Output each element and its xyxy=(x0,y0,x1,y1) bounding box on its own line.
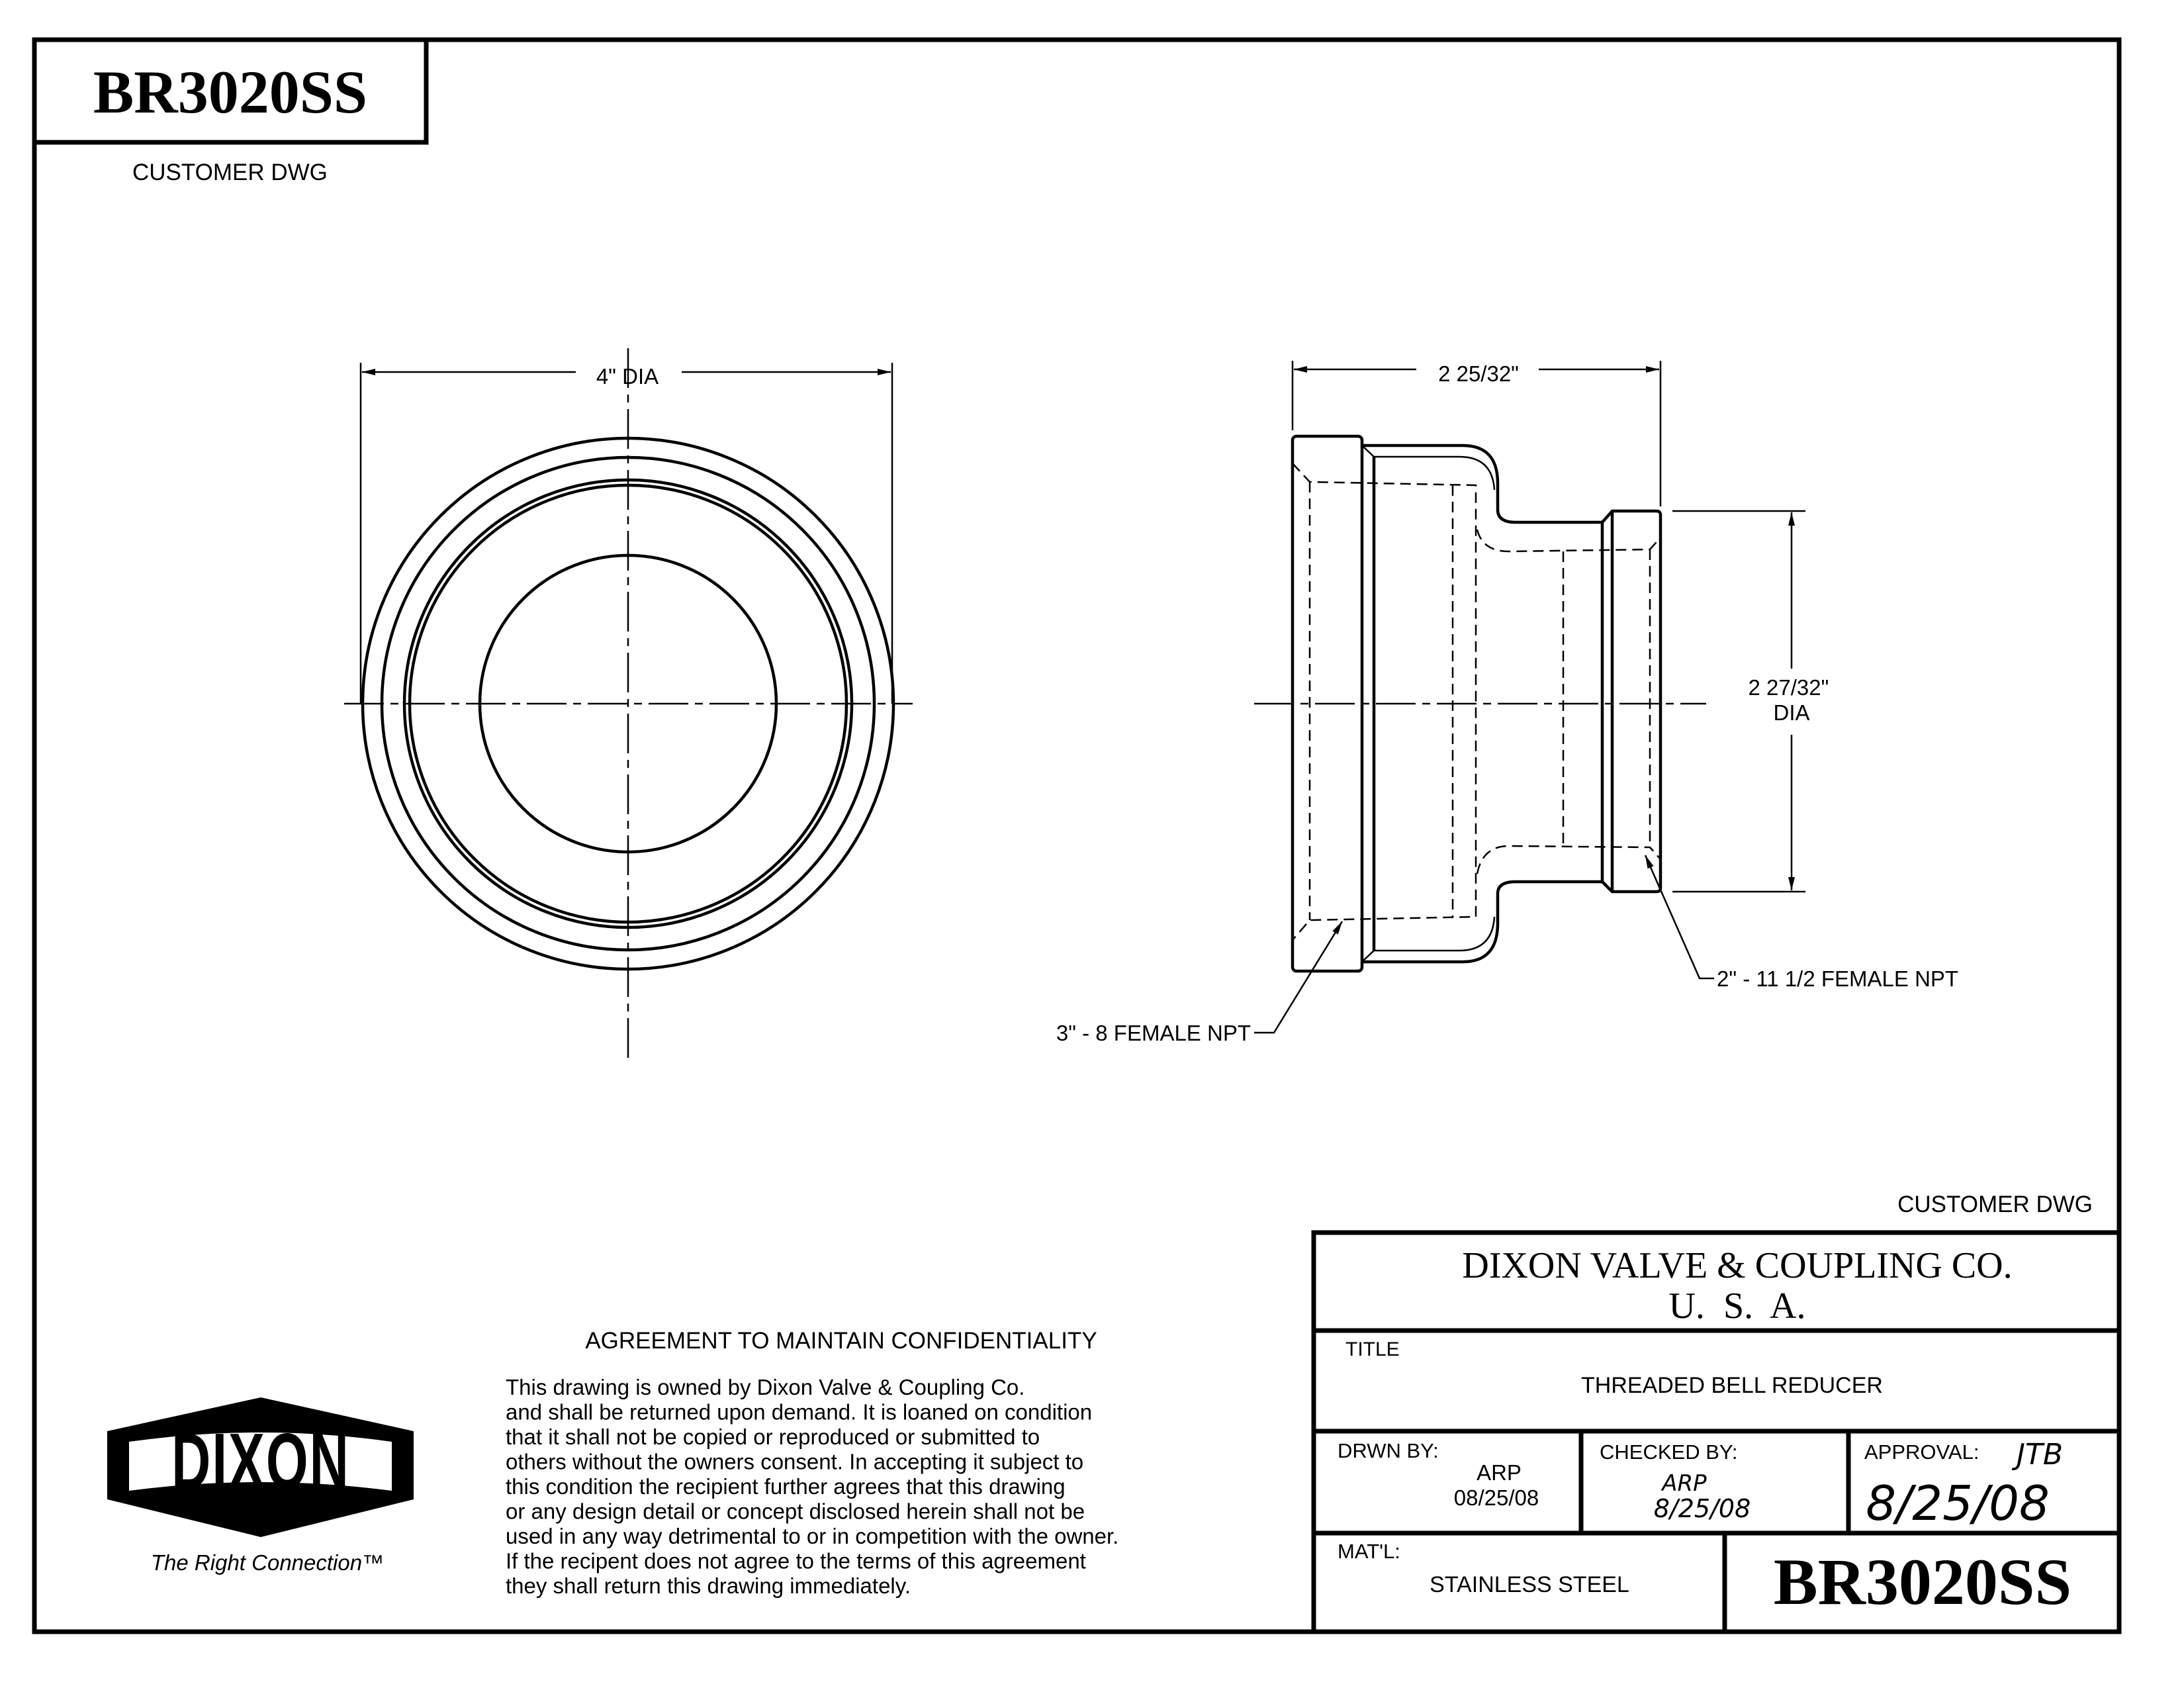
checked-by-date: 8/25/08 xyxy=(1654,1494,1751,1523)
small-diameter-dimension: 2 27/32" DIA xyxy=(1749,675,1835,725)
side-view: 2 25/32" 2 27/32" DIA 2" - 11 1/2 FEMALE… xyxy=(1056,361,1958,1045)
customer-dwg-top: CUSTOMER DWG xyxy=(132,160,328,185)
drawing-number-box: BR3020SS xyxy=(34,40,429,145)
small-thread-note: 2" - 11 1/2 FEMALE NPT xyxy=(1717,966,1958,991)
length-dimension: 2 25/32" xyxy=(1438,361,1519,386)
material-label: MAT'L: xyxy=(1338,1540,1400,1563)
drawing-number-title-block: BR3020SS xyxy=(1774,1545,2071,1618)
large-thread-note: 3" - 8 FEMALE NPT xyxy=(1056,1021,1251,1045)
material-value: STAINLESS STEEL xyxy=(1430,1572,1629,1597)
customer-dwg-bottom: CUSTOMER DWG xyxy=(1897,1192,2093,1217)
approval-date: 8/25/08 xyxy=(1866,1476,2050,1531)
title-label: TITLE xyxy=(1345,1338,1400,1360)
front-view: 4" DIA xyxy=(344,348,913,1059)
confidentiality-agreement: AGREEMENT TO MAINTAIN CONFIDENTIALITY Th… xyxy=(506,1328,1125,1598)
drawn-by-date: 08/25/08 xyxy=(1454,1485,1539,1510)
company-country: U. S. A. xyxy=(1669,1286,1806,1327)
sheet-border xyxy=(32,37,2122,1634)
confidentiality-body: This drawing is owned by Dixon Valve & C… xyxy=(506,1375,1125,1598)
drawing-number-top: BR3020SS xyxy=(93,58,367,126)
confidentiality-heading: AGREEMENT TO MAINTAIN CONFIDENTIALITY xyxy=(585,1328,1097,1354)
company-name: DIXON VALVE & COUPLING CO. xyxy=(1462,1245,2012,1286)
dixon-logo: DIXON The Right Connection™ xyxy=(107,1397,414,1575)
logo-wordmark: DIXON xyxy=(171,1417,350,1505)
front-diameter-dimension: 4" DIA xyxy=(596,364,659,389)
title-block: DIXON VALVE & COUPLING CO. U. S. A. TITL… xyxy=(1311,1230,2122,1634)
logo-tagline: The Right Connection™ xyxy=(151,1550,384,1575)
title-value: THREADED BELL REDUCER xyxy=(1581,1373,1883,1398)
approval-label: APPROVAL: xyxy=(1864,1440,1979,1464)
approval-initials: JTB xyxy=(2011,1438,2063,1472)
checked-by-label: CHECKED BY: xyxy=(1600,1440,1737,1464)
checked-by-name: ARP xyxy=(1661,1470,1707,1497)
drawn-by-name: ARP xyxy=(1477,1460,1522,1485)
drawn-by-label: DRWN BY: xyxy=(1338,1439,1439,1462)
